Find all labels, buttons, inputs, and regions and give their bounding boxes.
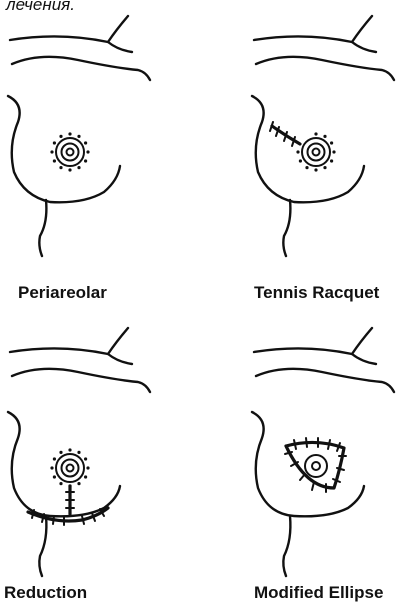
- label-modified-ellipse: Modified Ellipse: [254, 583, 383, 602]
- elliptical-incision: [286, 442, 344, 488]
- panel-reduction: Reduction: [4, 328, 150, 602]
- areola: [296, 132, 335, 171]
- label-periareolar: Periareolar: [18, 283, 107, 302]
- label-reduction: Reduction: [4, 583, 87, 602]
- panel-periareolar: Periareolar: [8, 16, 150, 302]
- areola: [50, 448, 89, 487]
- label-tennis-racquet: Tennis Racquet: [254, 283, 380, 302]
- caption-fragment: лечения.: [5, 0, 75, 14]
- panel-tennis-racquet: Tennis Racquet: [252, 16, 394, 302]
- panel-modified-ellipse: Modified Ellipse: [252, 328, 394, 602]
- areola: [50, 132, 89, 171]
- areola: [305, 455, 327, 477]
